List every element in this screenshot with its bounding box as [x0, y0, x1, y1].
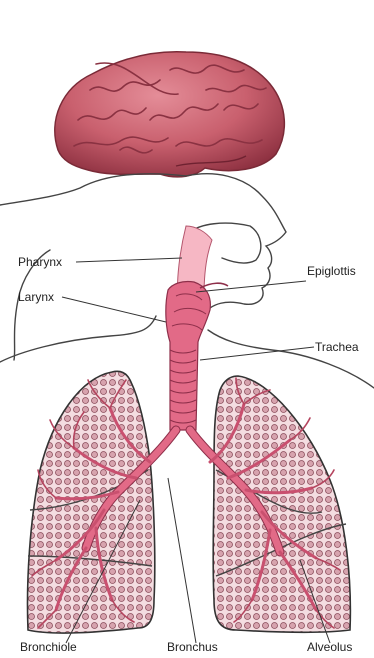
right-lung [213, 376, 350, 632]
label-trachea: Trachea [315, 340, 359, 354]
label-bronchus: Bronchus [167, 640, 218, 654]
label-pharynx: Pharynx [18, 255, 62, 269]
label-bronchiole: Bronchiole [20, 640, 77, 654]
label-alveolus: Alveolus [307, 640, 352, 654]
brain-icon [55, 52, 285, 177]
label-larynx: Larynx [18, 290, 54, 304]
label-epiglottis: Epiglottis [307, 264, 356, 278]
